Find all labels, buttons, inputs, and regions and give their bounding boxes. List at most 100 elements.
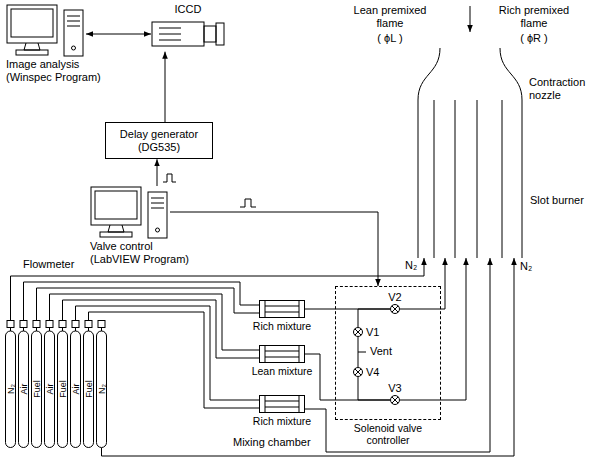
connector [37, 288, 260, 320]
part-label: Mixing chamber [232, 436, 312, 449]
connector [157, 159, 158, 186]
shape-part [33, 321, 40, 328]
node-label: V4 [366, 366, 379, 379]
shape-part [16, 50, 48, 55]
part-label: Lean premixed flame [348, 4, 432, 29]
shape-part [260, 396, 305, 413]
shape-part [260, 301, 305, 318]
shape-part [62, 328, 63, 332]
shape-part [156, 228, 160, 232]
part-label: N₂ [519, 260, 533, 273]
shape-part [260, 346, 305, 363]
node-label: Slot burner [530, 194, 584, 207]
shape-part [265, 396, 299, 412]
camera-outline [151, 16, 225, 52]
shape-part [58, 331, 68, 448]
connector [358, 309, 390, 327]
gas-cylinder: N₂ [96, 320, 107, 448]
part-label: Flowmeter [22, 258, 75, 271]
control-computer: Valve control (LabVIEW Program) [88, 186, 200, 265]
mixing-chamber: Lean mixture [247, 345, 317, 377]
shape-part [71, 331, 81, 448]
chamber-outline [259, 345, 305, 363]
shape-part [32, 331, 42, 448]
valve-outline [390, 395, 400, 405]
shape-part [108, 225, 124, 232]
node-label: V2 [388, 291, 401, 304]
iccd-camera: ICCD [148, 3, 228, 52]
connector [11, 258, 425, 320]
flow-arrow [470, 6, 471, 32]
connector [358, 337, 359, 367]
shape-part [72, 46, 76, 50]
valve-outline [390, 304, 400, 314]
shape-part [59, 321, 66, 328]
node-label: Fuel [58, 380, 67, 398]
vent-stub [358, 352, 366, 353]
shape-part [85, 321, 92, 328]
gas-cylinder: Air [44, 320, 55, 448]
shape-part [100, 232, 132, 237]
shape-part [84, 331, 94, 448]
shape-part [46, 321, 53, 328]
valve-controller-box: Solenoid valve controllerV2V1V4V3 [335, 286, 441, 446]
shape-part [148, 192, 167, 238]
node-label: Rich mixture [253, 415, 311, 427]
shape-part [7, 5, 57, 43]
shape-part [23, 328, 24, 332]
shape-part [75, 328, 76, 332]
shape-part [7, 321, 14, 328]
gas-cylinder: Air [18, 320, 29, 448]
connector [305, 354, 390, 400]
shape-part [216, 23, 224, 45]
node-label: V1 [366, 326, 379, 339]
chamber-outline [259, 300, 305, 318]
shape-part [101, 328, 102, 332]
connector-group [11, 34, 515, 456]
part-label: N₂ [404, 259, 418, 272]
shape-part [151, 198, 164, 208]
node-label: Image analysis (Winspec Program) [6, 58, 112, 83]
part-label: ( ϕR ) [492, 32, 576, 45]
part-label: ( ϕL ) [348, 32, 432, 45]
solenoid-valve: V1 [353, 326, 379, 339]
node-label: Air [19, 384, 28, 395]
shape-part [11, 9, 53, 37]
shape-part [355, 329, 361, 335]
mixing-chamber: Rich mixture [247, 300, 317, 332]
part-label: Vent [369, 345, 393, 358]
shape-part [72, 321, 79, 328]
shape-part [91, 187, 141, 225]
node-label: Valve control (LabVIEW Program) [90, 240, 200, 265]
shape-part [24, 43, 40, 50]
shape-part [392, 397, 398, 403]
shape-part [265, 346, 299, 362]
node-label: Lean mixture [252, 365, 313, 377]
pulse-symbol [163, 174, 176, 182]
gas-cylinder: Air [70, 320, 81, 448]
node-label: Delay generator (DG535) [110, 128, 208, 153]
shape-part [19, 331, 29, 448]
shape-part [265, 301, 299, 317]
chamber-outline [259, 395, 305, 413]
shape-part [97, 331, 107, 448]
shape-part [67, 16, 80, 26]
node-label: Solenoid valve controller [335, 422, 441, 446]
shape-part [355, 369, 361, 375]
shape-part [392, 306, 398, 312]
solenoid-valve: V2 [388, 291, 401, 314]
node-label: Rich mixture [253, 320, 311, 332]
connector [400, 258, 445, 309]
shape-part [95, 191, 137, 219]
part-label: Rich premixed flame [492, 4, 576, 29]
connector [24, 282, 260, 320]
valve-outline [353, 367, 363, 377]
connector [63, 300, 260, 358]
gas-cylinder: N₂ [5, 320, 16, 448]
connector [89, 312, 260, 408]
connector [102, 258, 515, 456]
shape-part [36, 328, 37, 332]
node-label: N₂ [97, 384, 106, 394]
connector [305, 258, 490, 452]
